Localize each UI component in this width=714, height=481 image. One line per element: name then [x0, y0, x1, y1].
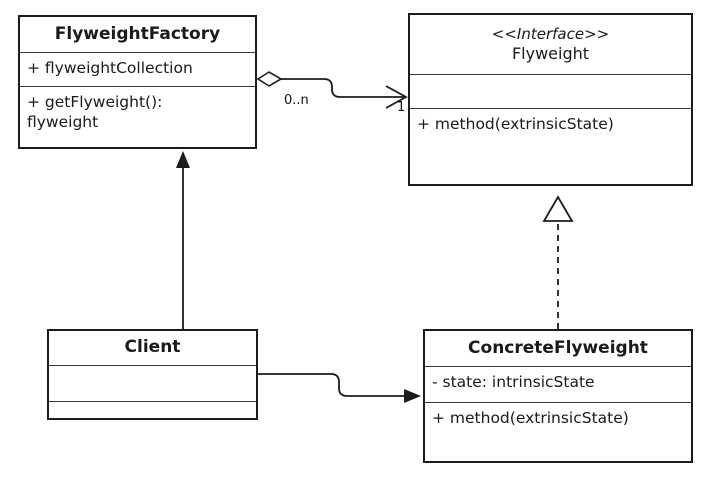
filled-arrowhead-right-icon: [404, 389, 421, 403]
multiplicity-label-1: 1: [397, 100, 406, 115]
class-flyweight-interface: <<Interface>> Flyweight + method(extrins…: [408, 13, 693, 186]
multiplicity-label-0n: 0..n: [284, 93, 309, 108]
filled-arrowhead-up-icon: [176, 151, 190, 168]
attribute-state-intrinsicstate: - state: intrinsicState: [432, 373, 595, 391]
attributes-compartment-empty: [49, 365, 256, 401]
attributes-compartment: - state: intrinsicState: [425, 366, 691, 402]
class-name-client: Client: [124, 337, 181, 358]
methods-compartment: + method(extrinsicState): [425, 402, 691, 461]
class-name-concreteflyweight: ConcreteFlyweight: [468, 337, 648, 358]
class-title-compartment: FlyweightFactory: [20, 17, 255, 52]
class-client: Client: [47, 329, 258, 420]
association-client-to-concreteflyweight: [258, 373, 421, 403]
class-title-compartment: Client: [49, 331, 256, 365]
class-title-compartment: <<Interface>> Flyweight: [410, 15, 691, 74]
method-method-extrinsicstate: + method(extrinsicState): [432, 409, 629, 427]
methods-compartment: + method(extrinsicState): [410, 108, 691, 184]
class-name-flyweight: Flyweight: [511, 43, 590, 63]
method-getflyweight: + getFlyweight(): flyweight: [27, 93, 163, 132]
class-name-flyweightfactory: FlyweightFactory: [54, 23, 221, 44]
attributes-compartment: + flyweightCollection: [20, 52, 255, 86]
association-client-to-factory: [176, 151, 190, 329]
aggregation-diamond-icon: [256, 71, 283, 87]
hollow-triangle-arrowhead-icon: [542, 195, 574, 222]
method-method-extrinsicstate: + method(extrinsicState): [417, 115, 614, 133]
methods-compartment-empty: [49, 401, 256, 418]
methods-compartment: + getFlyweight(): flyweight: [20, 86, 255, 147]
attribute-flyweightcollection: + flyweightCollection: [27, 59, 193, 77]
interface-stereotype: <<Interface>>: [491, 25, 610, 44]
class-concreteflyweight: ConcreteFlyweight - state: intrinsicStat…: [423, 329, 693, 463]
realization-concrete-to-flyweight: [542, 195, 574, 329]
aggregation-factory-to-flyweight: [256, 71, 408, 109]
class-title-compartment: ConcreteFlyweight: [425, 331, 691, 366]
class-flyweightfactory: FlyweightFactory + flyweightCollection +…: [18, 15, 257, 149]
attributes-compartment-empty: [410, 74, 691, 108]
